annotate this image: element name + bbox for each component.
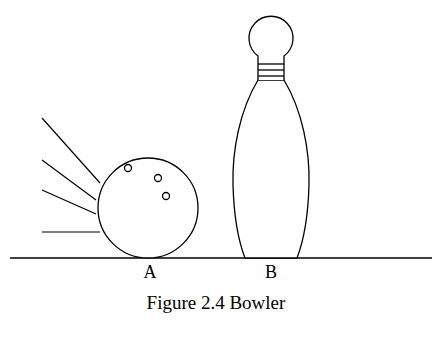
motion-lines [42, 118, 100, 232]
figure-caption: Figure 2.4 Bowler [147, 293, 286, 312]
ground-line [10, 257, 432, 259]
point-label: A [144, 263, 157, 281]
bowling-ball [98, 158, 198, 258]
bowling-pin [233, 16, 309, 258]
point-label: B [265, 263, 277, 281]
